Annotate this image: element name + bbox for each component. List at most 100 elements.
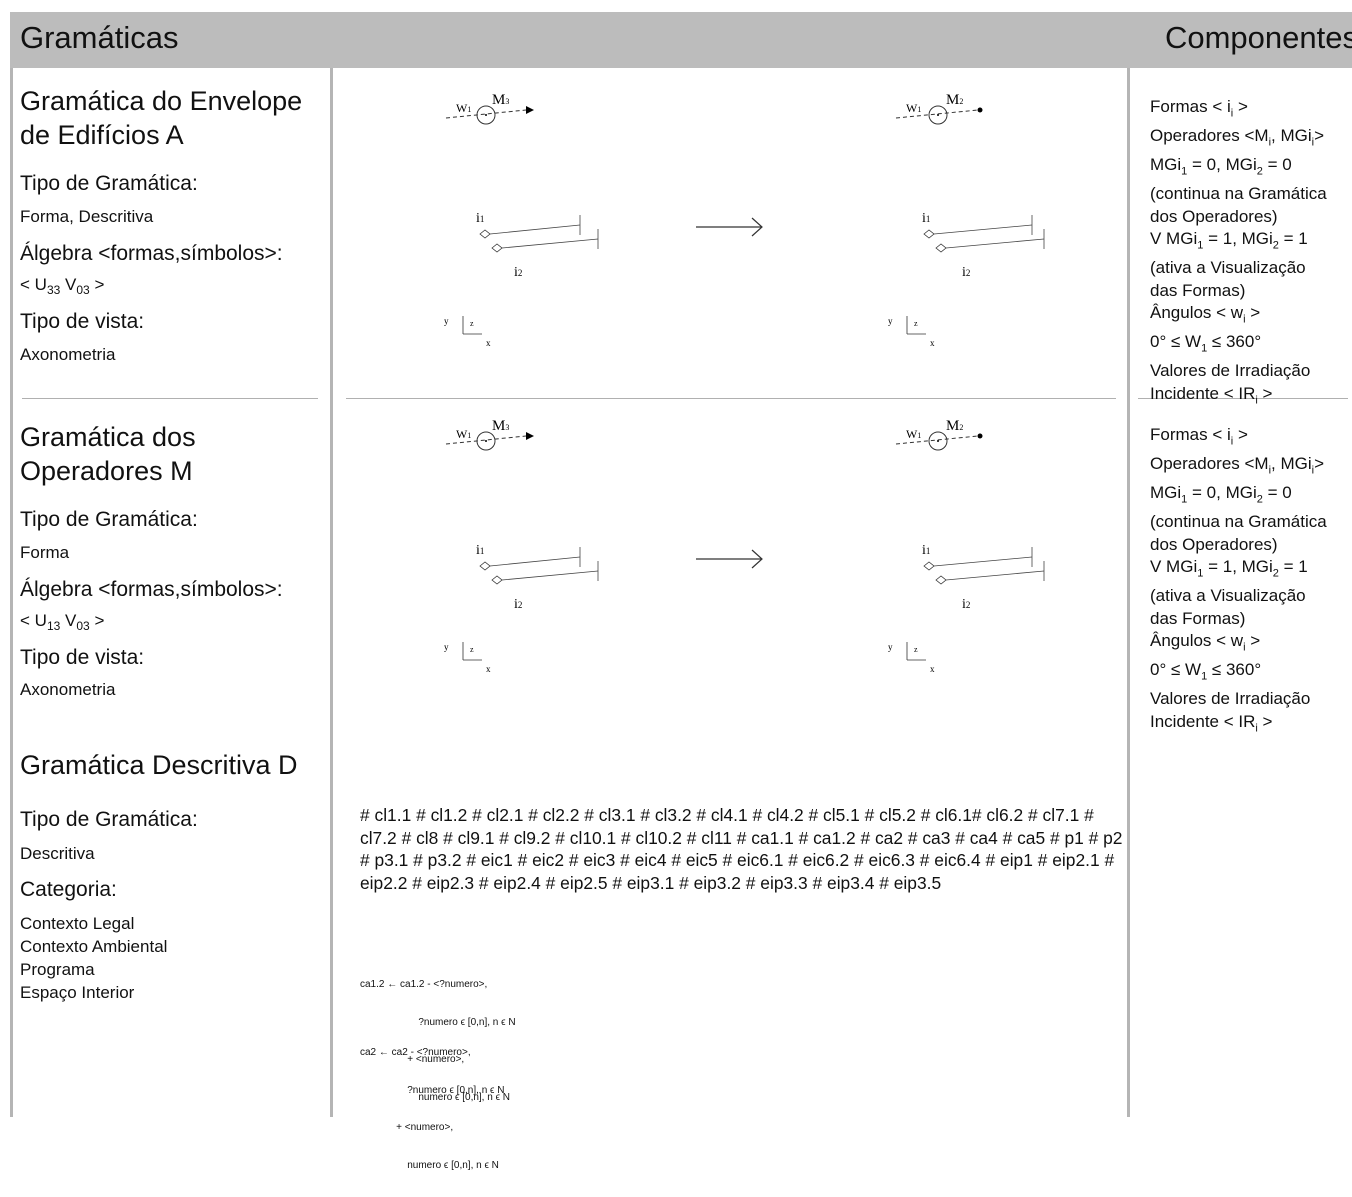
axis-gizmo: y z x (444, 316, 491, 348)
axis-y-label: y (888, 642, 893, 652)
rule-line: numero ϵ [0,n], n ϵ N (360, 1091, 510, 1103)
header-title-gramaticas: Gramáticas (20, 20, 179, 55)
grammar-d-category-label: Categoria: (20, 878, 117, 901)
component-line: Ângulos < wi > (1150, 631, 1261, 654)
rule-arrow-a (696, 217, 763, 237)
descriptive-rules-list: # cl1.1 # cl1.2 # cl2.1 # cl2.2 # cl3.1 … (360, 805, 1123, 893)
label-i2: i2 (962, 597, 970, 612)
axis-gizmo: y z x (888, 642, 935, 674)
grammar-a-view-value: Axonometria (20, 345, 116, 364)
grammar-table: Gramáticas Componentes Gramática do Enve… (10, 12, 1352, 1171)
label-i1: i1 (476, 211, 484, 226)
grammar-m-type-value: Forma (20, 543, 70, 562)
axis-y-label: y (444, 642, 449, 652)
rule-line: ca1.2 ← ca1.2 - <?numero>, (360, 979, 488, 990)
axis-x-label: x (930, 338, 935, 348)
row-separator-middle (346, 398, 1116, 399)
rule-diagram-a-left: W1 M3 i1 i2 y z x (444, 92, 599, 348)
component-line: (ativa a Visualização (1150, 586, 1306, 606)
category-item: Contexto Legal (20, 914, 135, 933)
label-m: M2 (946, 418, 963, 434)
grammar-a-title-line2: de Edifícios A (20, 120, 184, 150)
component-line: dos Operadores) (1150, 206, 1278, 226)
component-line: (ativa a Visualização (1150, 258, 1306, 278)
component-line: Formas < ii > (1150, 425, 1248, 448)
axis-z-label: z (470, 645, 474, 654)
label-w: W1 (906, 427, 921, 441)
rule-arrow-m (696, 549, 763, 569)
operator-symbol: W1 M2 (895, 418, 983, 451)
grammar-d-category-list: Contexto Legal Contexto Ambiental Progra… (20, 912, 167, 1004)
rule-line: ca2 ← ca2 - <?numero>, (360, 1047, 471, 1058)
component-line: Operadores <Mi, MGii> (1150, 125, 1325, 149)
column-border-left (10, 68, 13, 1117)
grammar-m-algebra-value: < U13 V03 > (20, 611, 105, 633)
row-separator-right (1138, 398, 1348, 399)
rule-line: + <numero>, (360, 1054, 465, 1065)
category-item: Contexto Ambiental (20, 937, 168, 956)
component-line: MGi1 = 0, MGi2 = 0 (1150, 482, 1292, 506)
axis-gizmo: y z x (888, 316, 935, 348)
grammar-d-title: Gramática Descritiva D (20, 750, 298, 780)
component-line: 0° ≤ W1 ≤ 360° (1150, 660, 1262, 683)
component-line: Operadores <Mi, MGii> (1150, 453, 1325, 477)
rule-diagram-a-right: W1 M2 i1 i2 y z x (888, 92, 1045, 348)
axis-x-label: x (930, 664, 935, 674)
components-list-m: Formas < ii > Operadores <Mi, MGii> MGi1 =… (1150, 424, 1327, 740)
grammar-d-type-value: Descritiva (20, 844, 95, 863)
grammar-m-title-line1: Gramática dos (20, 422, 196, 452)
rule-line: + <numero>, (360, 1122, 454, 1133)
category-item: Programa (20, 960, 95, 979)
grammar-m-algebra-label: Álgebra <formas,símbolos>: (20, 578, 283, 601)
axis-x-label: x (486, 664, 491, 674)
axis-z-label: z (914, 319, 918, 328)
grammar-m-title-line2: Operadores M (20, 456, 193, 486)
label-i1: i1 (922, 211, 930, 226)
label-i1: i1 (922, 543, 930, 558)
grammar-m-type-label: Tipo de Gramática: (20, 508, 198, 531)
rule-diagram-m-left: W1 M3 i1 i2 y z x (444, 418, 599, 674)
grammar-a-view-label: Tipo de vista: (20, 310, 145, 333)
axis-y-label: y (444, 316, 449, 326)
column-border-1 (330, 68, 333, 1117)
component-line: 0° ≤ W1 ≤ 360° (1150, 332, 1262, 355)
component-line: das Formas) (1150, 280, 1246, 300)
label-m: M3 (492, 92, 509, 108)
axis-gizmo: y z x (444, 642, 491, 674)
label-i2: i2 (514, 265, 522, 280)
component-line: Incidente < IRi > (1150, 383, 1273, 407)
shape-lines: i1 i2 (922, 543, 1045, 612)
operator-symbol: W1 M3 (445, 92, 534, 125)
component-line: MGi1 = 0, MGi2 = 0 (1150, 154, 1292, 178)
operator-symbol: W1 M3 (445, 418, 534, 451)
shape-lines: i1 i2 (476, 211, 599, 280)
label-w: W1 (456, 427, 471, 441)
grammar-a-title-line1: Gramática do Envelope (20, 86, 303, 116)
label-i2: i2 (514, 597, 522, 612)
grammar-a-algebra-label: Álgebra <formas,símbolos>: (20, 242, 283, 265)
grammar-a-type-value: Forma, Descritiva (20, 207, 154, 226)
axis-x-label: x (486, 338, 491, 348)
label-m: M3 (492, 418, 509, 434)
category-item: Espaço Interior (20, 983, 135, 1002)
axis-z-label: z (470, 319, 474, 328)
component-line: Valores de Irradiação (1150, 689, 1311, 709)
grammar-m-view-value: Axonometria (20, 680, 116, 699)
component-line: V MGi1 = 1, MGi2 = 1 (1150, 229, 1308, 252)
grammar-m-view-label: Tipo de vista: (20, 646, 145, 669)
header-title-componentes: Componentes (1164, 20, 1352, 55)
rule-line: ?numero ϵ [0,n], n ϵ N (360, 1084, 505, 1096)
rule-ca1-2: ca1.2 ← ca1.2 - <?numero>, ?numero ϵ [0,… (360, 954, 516, 1129)
shape-lines: i1 i2 (922, 211, 1045, 280)
component-line: (continua na Gramática (1150, 511, 1327, 531)
row-separator-left (22, 398, 318, 399)
rule-line: numero ϵ [0,n], n ϵ N (360, 1159, 499, 1171)
grammar-a-type-label: Tipo de Gramática: (20, 172, 198, 195)
component-line: Incidente < IRi > (1150, 711, 1273, 735)
table-header: Gramáticas Componentes (10, 12, 1352, 68)
rule-ca2: ca2 ← ca2 - <?numero>, ?numero ϵ [0,n], … (360, 1022, 504, 1197)
component-line: (continua na Gramática (1150, 183, 1327, 203)
operator-symbol: W1 M2 (895, 92, 983, 125)
component-line: Valores de Irradiação (1150, 361, 1311, 381)
shape-lines: i1 i2 (476, 543, 599, 612)
